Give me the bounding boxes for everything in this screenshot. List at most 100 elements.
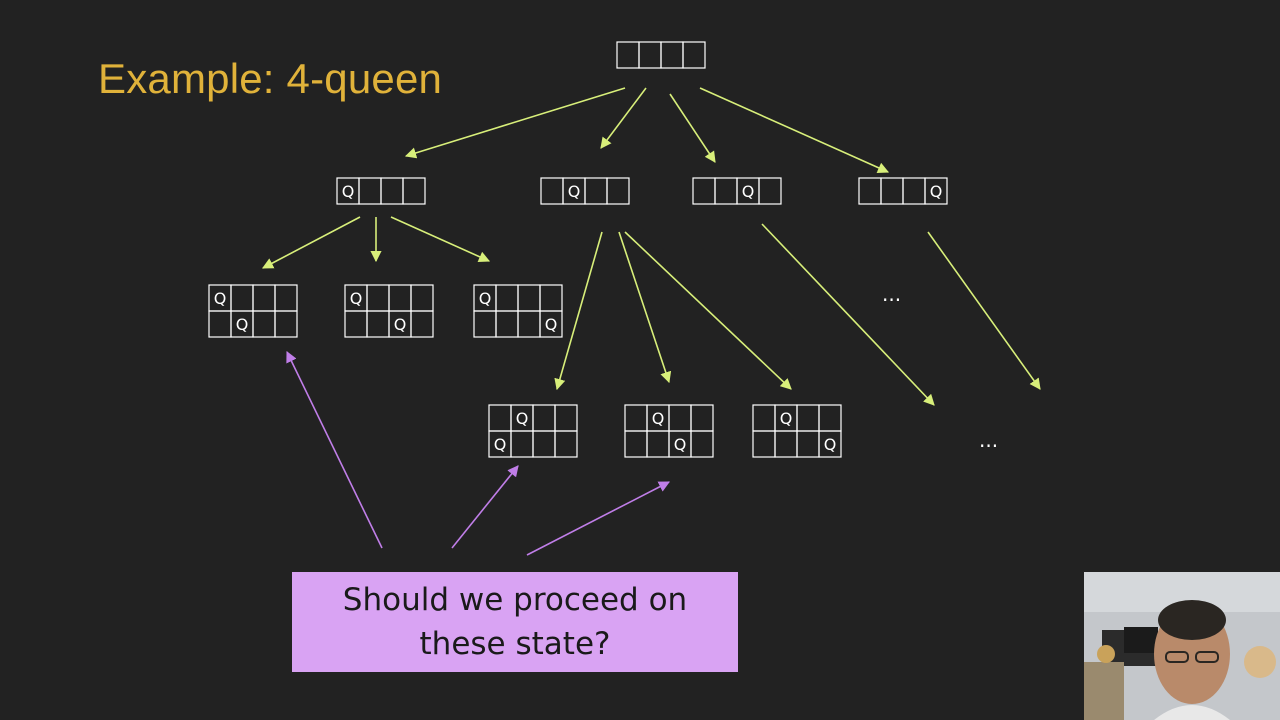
slide-title: Example: 4-queen xyxy=(98,55,443,102)
board-cell xyxy=(660,41,684,69)
board-cell xyxy=(880,177,904,205)
board-level1-queen-col4: Q xyxy=(858,177,948,205)
board-cell xyxy=(488,404,512,432)
arrow-root-to-l1c xyxy=(669,93,716,163)
board-level1-queen-col1: Q xyxy=(336,177,426,205)
board-cell xyxy=(624,404,648,432)
queen-marker: Q xyxy=(568,182,581,201)
board-cell xyxy=(539,284,563,312)
board-cell xyxy=(796,430,820,458)
board-level1-queen-col2: Q xyxy=(540,177,630,205)
board-cell xyxy=(692,177,716,205)
board-level2-b: QQ xyxy=(344,284,434,338)
queen-marker: Q xyxy=(652,409,665,428)
board-cell xyxy=(606,177,630,205)
presenter-video-icon xyxy=(1084,572,1280,720)
board-cell xyxy=(274,284,298,312)
queen-marker: Q xyxy=(780,409,793,428)
board-cell xyxy=(646,430,670,458)
board-cell xyxy=(274,310,298,338)
arrow-l1a-to-l2a xyxy=(262,216,361,269)
board-cell xyxy=(380,177,404,205)
arrow-root-to-l1b xyxy=(600,87,647,149)
board-cell xyxy=(584,177,608,205)
callout-line-2: these state? xyxy=(419,626,611,662)
board-cell xyxy=(410,284,434,312)
board-cell xyxy=(532,430,556,458)
queen-marker: Q xyxy=(394,315,407,334)
arrow-l1b-to-l2d xyxy=(554,231,603,391)
board-cell xyxy=(230,284,254,312)
callout-arrows xyxy=(286,350,670,556)
board-level2-d: QQ xyxy=(488,404,578,458)
board-cell xyxy=(752,430,776,458)
board-cell xyxy=(410,310,434,338)
board-cell xyxy=(532,404,556,432)
board-cell xyxy=(682,41,706,69)
arrow-callout-to-l2a xyxy=(286,350,383,549)
board-cell xyxy=(358,177,382,205)
queen-marker: Q xyxy=(516,409,529,428)
board-cell xyxy=(690,430,714,458)
queen-marker: Q xyxy=(342,182,355,201)
queen-marker: Q xyxy=(236,315,249,334)
board-cell xyxy=(774,430,798,458)
queen-marker: Q xyxy=(930,182,943,201)
board-cell xyxy=(366,284,390,312)
board-level2-f: QQ xyxy=(752,404,842,458)
board-cell xyxy=(510,430,534,458)
board-cell xyxy=(539,310,563,338)
board-cell xyxy=(473,310,497,338)
board-cell xyxy=(796,404,820,432)
board-cell xyxy=(858,177,882,205)
board-cell xyxy=(540,177,564,205)
board-level2-c: QQ xyxy=(473,284,563,338)
arrow-l1c-children xyxy=(761,223,935,406)
callout-line-1: Should we proceed on xyxy=(342,582,688,618)
arrow-root-to-l1a xyxy=(404,87,626,159)
board-cell xyxy=(388,284,412,312)
board-cell xyxy=(252,310,276,338)
board-cell xyxy=(402,177,426,205)
board-cell xyxy=(902,177,926,205)
queen-marker: Q xyxy=(350,289,363,308)
board-level2-e: QQ xyxy=(624,404,714,458)
board-root-empty xyxy=(616,41,706,69)
board-cell xyxy=(252,284,276,312)
board-cell xyxy=(818,430,842,458)
board-cell xyxy=(758,177,782,205)
board-cell xyxy=(690,404,714,432)
board-cell xyxy=(495,284,519,312)
board-cell xyxy=(366,310,390,338)
board-level2-a: QQ xyxy=(208,284,298,338)
queen-marker: Q xyxy=(494,435,507,454)
ellipsis-lower: ... xyxy=(979,428,999,452)
arrow-l1b-to-l2e xyxy=(618,231,672,384)
arrow-root-to-l1d xyxy=(699,87,890,174)
board-cell xyxy=(714,177,738,205)
board-cell xyxy=(752,404,776,432)
board-cell xyxy=(818,404,842,432)
board-cell xyxy=(517,284,541,312)
board-cell xyxy=(616,41,640,69)
arrow-l1d-children xyxy=(927,231,1041,390)
board-cell xyxy=(668,404,692,432)
arrow-l1a-to-l2c xyxy=(390,216,491,262)
board-cell xyxy=(638,41,662,69)
board-cell xyxy=(924,177,948,205)
arrow-l1b-to-l2f xyxy=(624,231,792,390)
queen-marker: Q xyxy=(214,289,227,308)
queen-marker: Q xyxy=(545,315,558,334)
queen-marker: Q xyxy=(742,182,755,201)
board-cell xyxy=(208,310,232,338)
board-level1-queen-col3: Q xyxy=(692,177,782,205)
board-cell xyxy=(554,430,578,458)
queen-marker: Q xyxy=(479,289,492,308)
tree-arrows xyxy=(262,87,1041,406)
queen-marker: Q xyxy=(674,435,687,454)
board-cell xyxy=(554,404,578,432)
presenter-webcam xyxy=(1084,572,1280,720)
arrow-callout-to-l2d xyxy=(451,465,519,549)
